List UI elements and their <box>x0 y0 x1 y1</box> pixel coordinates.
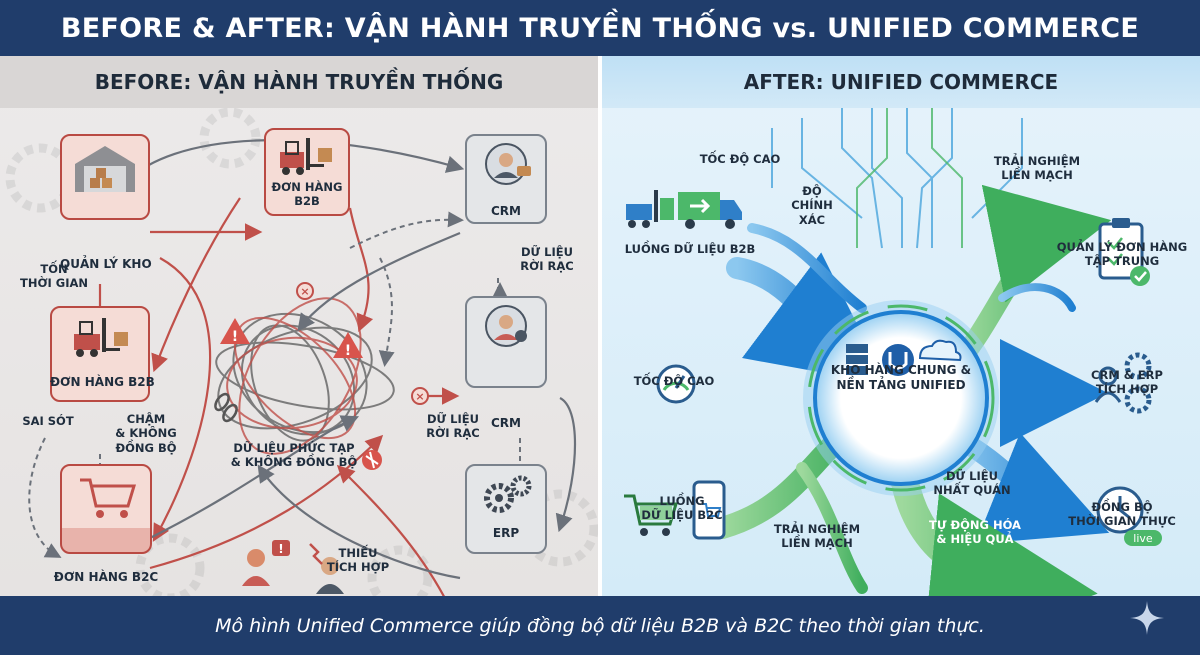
frustrated-person-icon: ! <box>242 540 290 586</box>
error-icon: × <box>296 282 314 300</box>
time-note: TỐN THỜI GIAN <box>19 262 89 291</box>
sparkle-icon <box>1130 601 1164 635</box>
realtime-sync-label: ĐỒNG BỘ THỜI GIAN THỰC <box>1068 500 1176 529</box>
shopping-cart-icon <box>80 478 137 518</box>
clock-icon <box>1096 486 1162 546</box>
before-connections: ! ! × × ! <box>5 108 598 596</box>
clipboard-check-icon <box>1098 218 1150 286</box>
crm-top-node <box>465 134 547 224</box>
cart-phone-icon <box>624 480 726 540</box>
scattered-data-note-bottom: DỮ LIỆU RỜI RẠC <box>426 412 480 441</box>
b2b-flow-label: LUỒNG DỮ LIỆU B2B <box>624 242 756 256</box>
frustrated-person-icon <box>309 543 344 594</box>
svg-text:×: × <box>300 285 309 298</box>
broken-signal-icon <box>362 450 382 470</box>
error-icon: × <box>411 387 429 405</box>
forklift-icon <box>280 138 332 175</box>
svg-text:!: ! <box>345 343 351 359</box>
crm-top-label: CRM <box>491 204 521 218</box>
forklift-truck-icon <box>626 190 742 229</box>
crm-erp-label: CRM & ERP TÍCH HỢP <box>1091 368 1163 397</box>
crm-mid-node <box>465 296 547 388</box>
after-panel: AFTER: UNIFIED COMMERCE <box>602 56 1200 596</box>
automation-label: TỰ ĐỘNG HÓA & HIỆU QUẢ <box>929 518 1021 547</box>
erp-label: ERP <box>492 526 520 540</box>
b2c-flow-label: LUỒNG DỮ LIỆU B2C <box>641 494 723 523</box>
b2b-order-top-label: ĐƠN HÀNG B2B <box>271 180 343 209</box>
before-heading: BEFORE: VẬN HÀNH TRUYỀN THỐNG <box>0 56 598 108</box>
footer-caption: Mô hình Unified Commerce giúp đồng bộ dữ… <box>0 596 1200 655</box>
b2c-order-node <box>60 464 152 554</box>
cloud-icon <box>918 339 962 362</box>
slow-note: CHẬM & KHÔNG ĐỒNG BỘ <box>115 412 177 455</box>
erp-node <box>465 464 547 554</box>
seamless-bottom-label: TRẢI NGHIỆM LIỀN MẠCH <box>773 522 861 551</box>
after-heading: AFTER: UNIFIED COMMERCE <box>602 56 1200 108</box>
speed-gauge-icon <box>656 364 696 404</box>
b2b-order-left-node <box>50 306 150 402</box>
speed-mid-label: TỐC ĐỘ CAO <box>633 374 715 388</box>
customer-avatar-icon <box>485 143 531 185</box>
crm-mid-label: CRM <box>491 416 521 430</box>
b2b-order-left-label: ĐƠN HÀNG B2B <box>50 375 155 389</box>
svg-text:!: ! <box>278 542 283 556</box>
after-flows: live <box>624 108 1162 596</box>
hub-label: KHO HÀNG CHUNG & NỀN TẢNG UNIFIED <box>830 363 972 392</box>
forklift-icon <box>74 318 128 357</box>
complex-data-note: DỮ LIỆU PHỨC TẠP & KHÔNG ĐỒNG BỘ <box>230 441 358 470</box>
warehouse-node <box>60 134 150 220</box>
b2c-order-label: ĐƠN HÀNG B2C <box>53 570 159 584</box>
speed-top-label: TỐC ĐỘ CAO <box>699 152 781 166</box>
errors-note: SAI SÓT <box>22 414 74 428</box>
scattered-data-note-top: DỮ LIỆU RỜI RẠC <box>520 245 574 274</box>
panel-divider <box>598 56 602 596</box>
page-title: BEFORE & AFTER: VẬN HÀNH TRUYỀN THỐNG vs… <box>0 0 1200 56</box>
warning-icon: ! <box>220 318 250 345</box>
warehouse-label: QUẢN LÝ KHO <box>60 257 152 271</box>
unified-logo-icon <box>882 344 914 376</box>
live-badge: live <box>1133 532 1153 545</box>
crm-erp-icon <box>1094 352 1152 414</box>
seamless-top-label: TRẢI NGHIỆM LIỀN MẠCH <box>993 154 1081 183</box>
consistent-data-label: DỮ LIỆU NHẤT QUÁN <box>933 469 1011 498</box>
svg-text:!: ! <box>232 329 238 345</box>
lacking-integration-note: THIẾU TÍCH HỢP <box>326 546 390 575</box>
gears-icon <box>484 475 532 513</box>
accuracy-label: ĐỘ CHÍNH XÁC <box>791 184 833 227</box>
customer-avatar-icon <box>485 305 527 347</box>
server-icon <box>846 344 868 375</box>
warehouse-icon <box>75 146 135 192</box>
svg-text:×: × <box>415 390 424 403</box>
warning-icon: ! <box>333 332 363 359</box>
order-management-label: QUẢN LÝ ĐƠN HÀNG TẬP TRUNG <box>1056 240 1188 269</box>
before-panel: BEFORE: VẬN HÀNH TRUYỀN THỐNG <box>0 56 598 596</box>
b2b-order-top-node <box>264 128 350 216</box>
broken-link-icon <box>214 392 238 423</box>
